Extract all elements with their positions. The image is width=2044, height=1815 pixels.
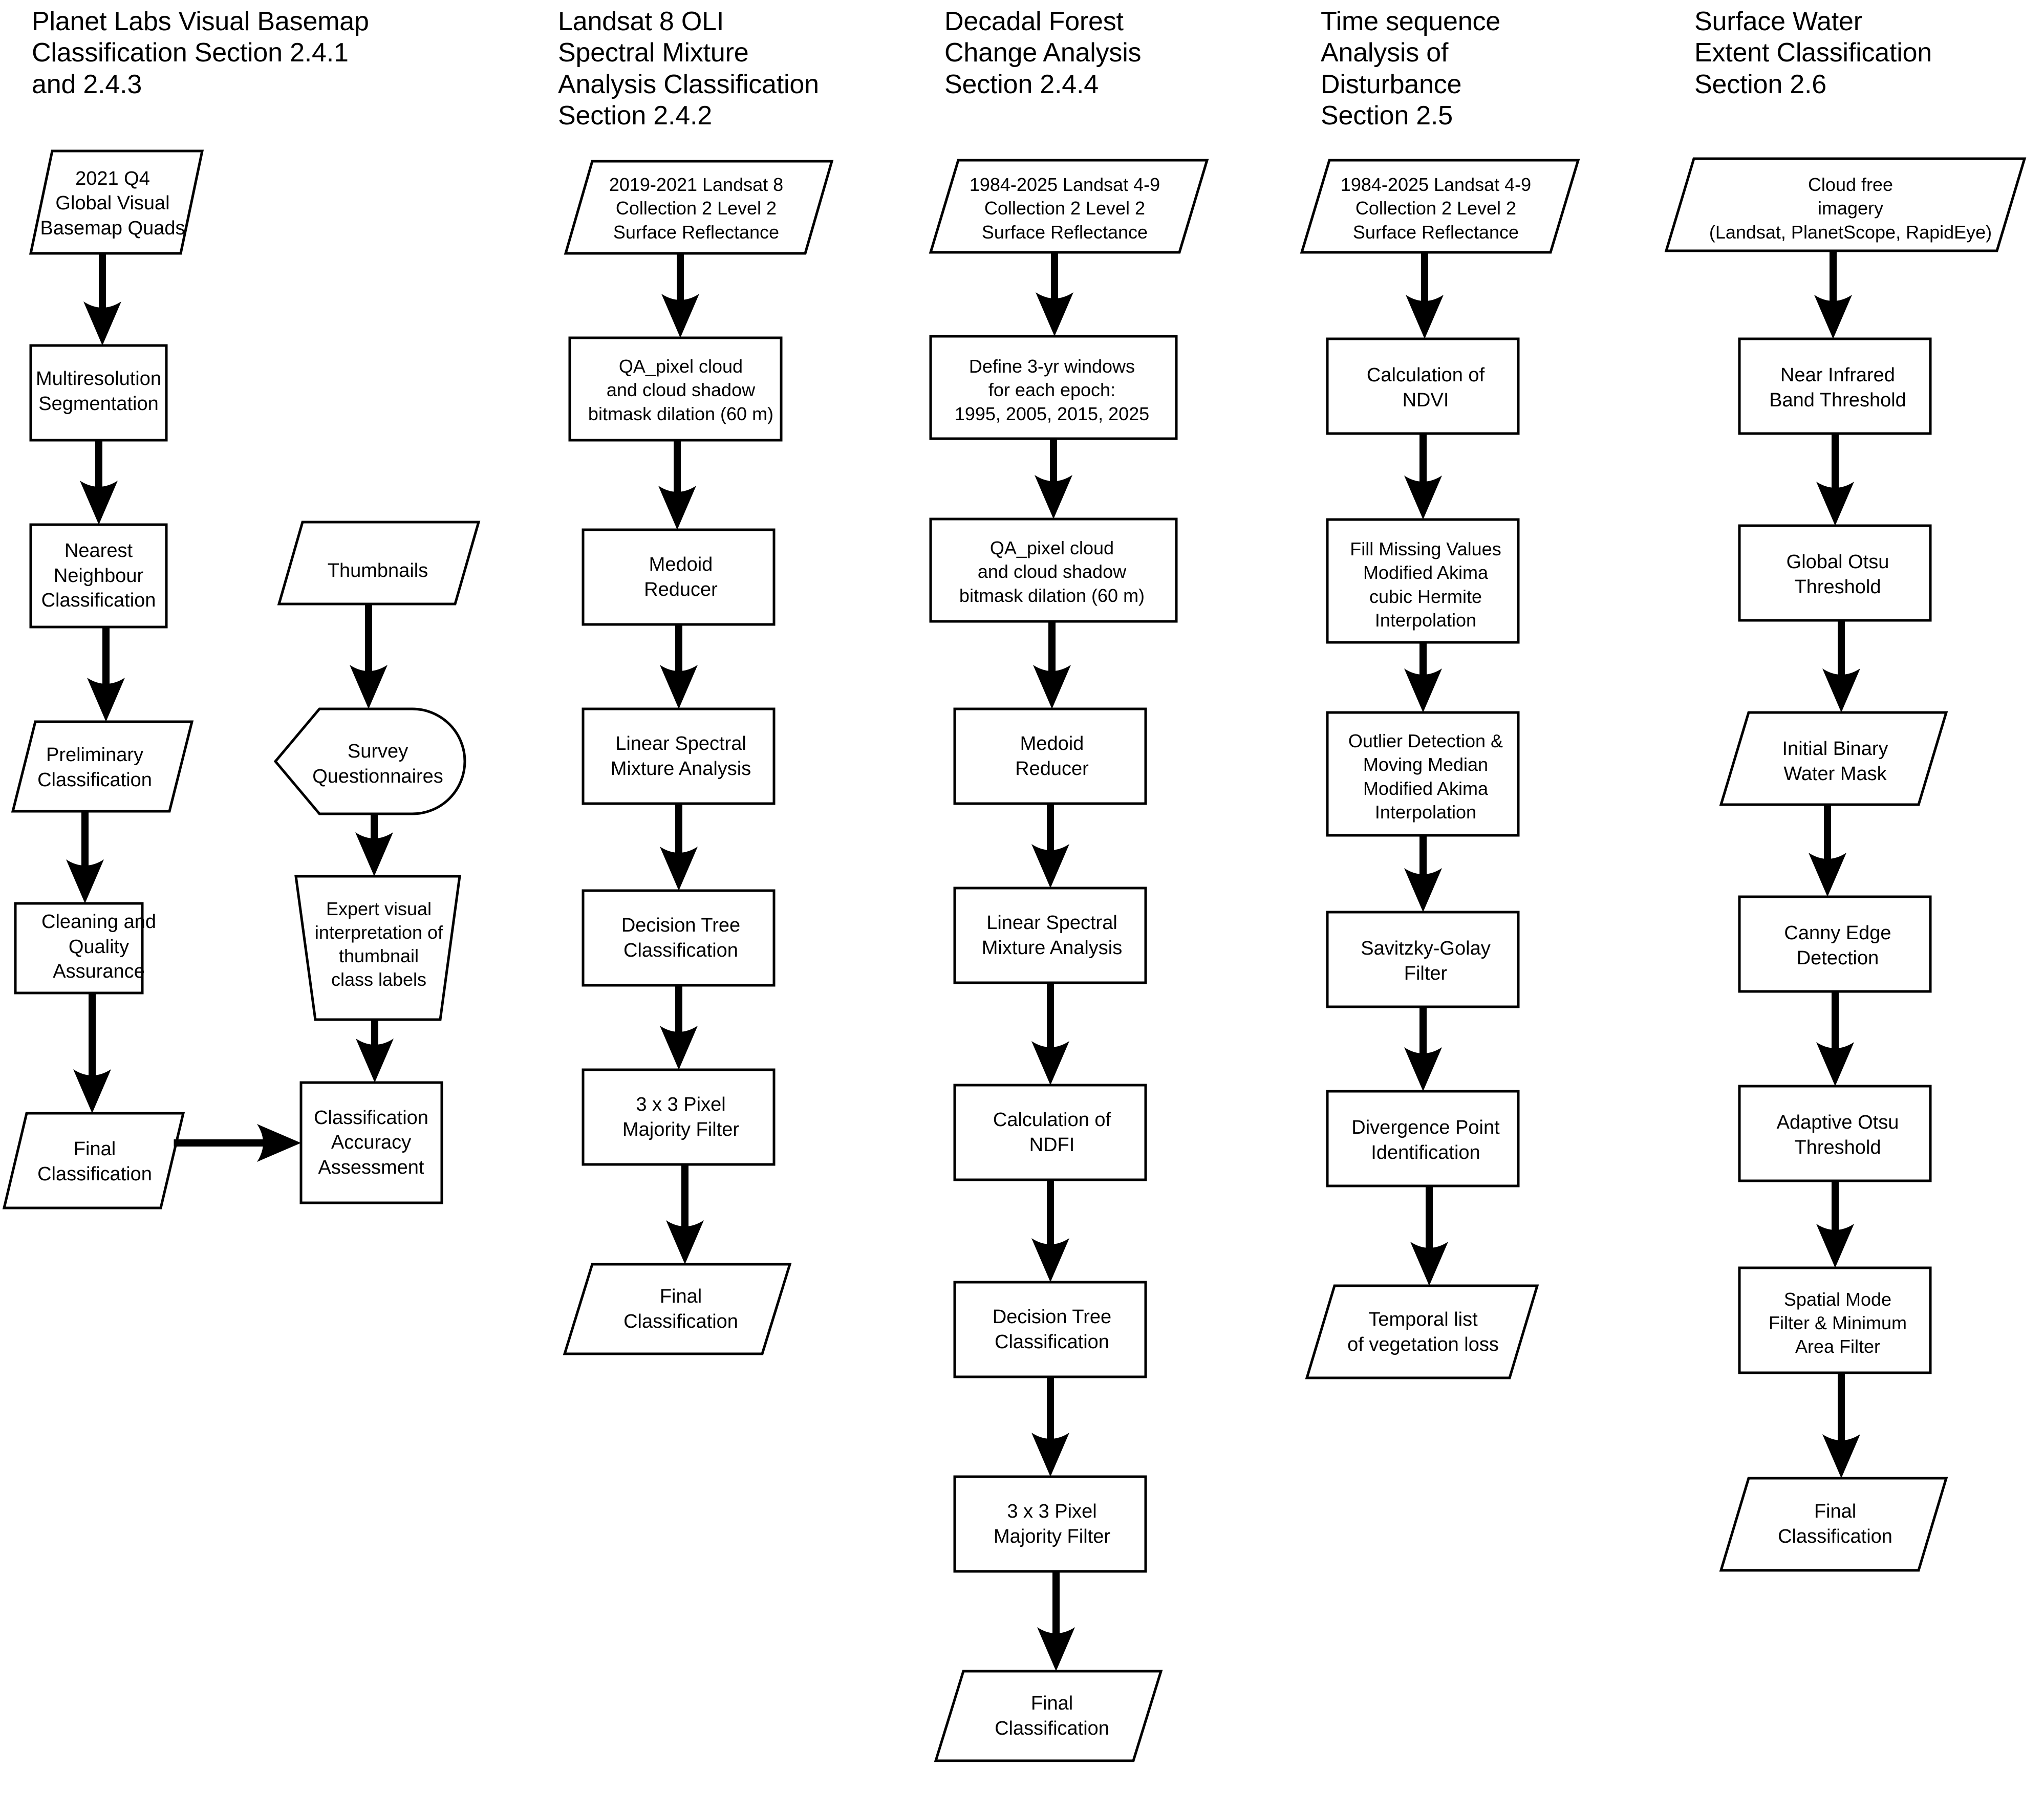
connector-c5-n3-to-c5-n4	[1822, 620, 1860, 712]
column-heading-planet-labs: Planet Labs Visual Basemap Classificatio…	[32, 7, 369, 99]
shape-c5-n6[interactable]	[1738, 1085, 1932, 1182]
connector-c5-n1-to-c5-n2	[1814, 251, 1852, 339]
shape-c3-n5[interactable]	[953, 887, 1147, 984]
connector-c1-b2-to-c1-b3	[355, 814, 393, 876]
connector-c1-n6-to-c1-b4	[174, 1124, 301, 1162]
shape-c5-n5[interactable]	[1738, 895, 1932, 993]
shape-c3-n8[interactable]	[953, 1475, 1147, 1573]
connector-c5-n6-to-c5-n7	[1816, 1181, 1854, 1268]
connector-c3-n2-to-c3-n3	[1035, 439, 1072, 519]
shape-c1-n6[interactable]	[2, 1112, 185, 1209]
connector-c4-n3-to-c4-n4	[1404, 642, 1442, 712]
shape-c1-b4[interactable]	[299, 1081, 443, 1204]
column-heading-decadal-forest: Decadal Forest Change Analysis Section 2…	[944, 7, 1142, 99]
shape-c3-n6[interactable]	[953, 1084, 1147, 1181]
connector-c5-n4-to-c5-n5	[1809, 805, 1846, 897]
shape-c3-n1[interactable]	[929, 159, 1209, 254]
connector-c2-n5-to-c2-n6	[660, 985, 698, 1070]
shape-c4-n4[interactable]	[1326, 711, 1520, 837]
connector-c1-n5-to-c1-n6	[73, 993, 111, 1113]
shape-c5-n2[interactable]	[1738, 337, 1932, 435]
shape-c2-n7[interactable]	[563, 1263, 792, 1355]
shape-c4-n7[interactable]	[1305, 1284, 1539, 1379]
connector-c3-n5-to-c3-n6	[1031, 983, 1069, 1085]
connector-c1-b1-to-c1-b2	[350, 604, 388, 709]
shape-c5-n3[interactable]	[1738, 524, 1932, 622]
connector-c4-n2-to-c4-n3	[1404, 434, 1442, 520]
connector-c3-n7-to-c3-n8	[1031, 1377, 1069, 1477]
connector-c3-n6-to-c3-n7	[1031, 1180, 1069, 1282]
shape-c3-n3[interactable]	[929, 517, 1178, 623]
column-heading-surface-water: Surface Water Extent Classification Sect…	[1694, 7, 1932, 99]
shape-c1-n4[interactable]	[11, 720, 194, 813]
shape-c3-n4[interactable]	[953, 707, 1147, 805]
shape-c1-n1[interactable]	[29, 149, 204, 255]
shape-c1-n3[interactable]	[29, 523, 168, 629]
shape-c4-n1[interactable]	[1300, 159, 1580, 254]
connector-c5-n2-to-c5-n3	[1816, 434, 1854, 526]
connector-c3-n1-to-c3-n2	[1036, 252, 1073, 336]
shape-c5-n7[interactable]	[1738, 1266, 1932, 1374]
shape-c1-n2[interactable]	[29, 344, 168, 442]
shape-c3-n9[interactable]	[934, 1670, 1163, 1762]
connector-c1-n4-to-c1-n5	[66, 811, 104, 903]
connector-c4-n1-to-c4-n2	[1406, 252, 1444, 339]
connector-c4-n6-to-c4-n7	[1410, 1186, 1448, 1286]
connector-c2-n2-to-c2-n3	[658, 440, 696, 530]
shape-c4-n3[interactable]	[1326, 518, 1520, 644]
shape-c4-n2[interactable]	[1326, 337, 1520, 435]
shape-c5-n1[interactable]	[1664, 157, 2027, 252]
connector-c1-b3-to-c1-b4	[356, 1020, 394, 1083]
shape-c2-n6[interactable]	[582, 1068, 776, 1166]
shape-c3-n7[interactable]	[953, 1281, 1147, 1378]
shape-c5-n8[interactable]	[1719, 1477, 1948, 1572]
shape-c4-n6[interactable]	[1326, 1090, 1520, 1187]
shape-c3-n2[interactable]	[929, 335, 1178, 440]
connector-c4-n4-to-c4-n5	[1404, 835, 1442, 912]
shape-c1-b2[interactable]	[273, 707, 466, 815]
connector-c2-n1-to-c2-n2	[661, 253, 699, 338]
shape-c1-n5[interactable]	[14, 902, 144, 995]
connector-c2-n6-to-c2-n7	[666, 1164, 704, 1264]
column-heading-landsat8-oli: Landsat 8 OLI Spectral Mixture Analysis …	[558, 7, 819, 131]
shape-c2-n1[interactable]	[564, 160, 834, 255]
shape-c1-b3[interactable]	[294, 875, 461, 1021]
connector-c1-n1-to-c1-n2	[83, 253, 121, 345]
shape-c2-n5[interactable]	[582, 889, 776, 987]
shape-c4-n5[interactable]	[1326, 911, 1520, 1008]
connector-c3-n4-to-c3-n5	[1031, 804, 1069, 888]
connector-c2-n4-to-c2-n5	[660, 804, 698, 891]
connector-c3-n3-to-c3-n4	[1033, 621, 1071, 709]
connector-c2-n3-to-c2-n4	[660, 624, 698, 709]
shape-c1-b1[interactable]	[277, 521, 481, 606]
connector-c1-n2-to-c1-n3	[80, 440, 118, 525]
shape-c2-n3[interactable]	[582, 528, 776, 626]
shape-c5-n4[interactable]	[1719, 711, 1948, 806]
shape-c2-n2[interactable]	[568, 336, 783, 442]
shape-c2-n4[interactable]	[582, 707, 776, 805]
column-heading-time-sequence: Time sequence Analysis of Disturbance Se…	[1321, 7, 1500, 131]
connector-c3-n8-to-c3-n9	[1037, 1571, 1075, 1671]
connector-c4-n5-to-c4-n6	[1404, 1007, 1442, 1091]
connector-c5-n5-to-c5-n6	[1816, 991, 1854, 1086]
connector-c1-n3-to-c1-n4	[87, 627, 125, 722]
connector-c5-n7-to-c5-n8	[1822, 1373, 1860, 1478]
